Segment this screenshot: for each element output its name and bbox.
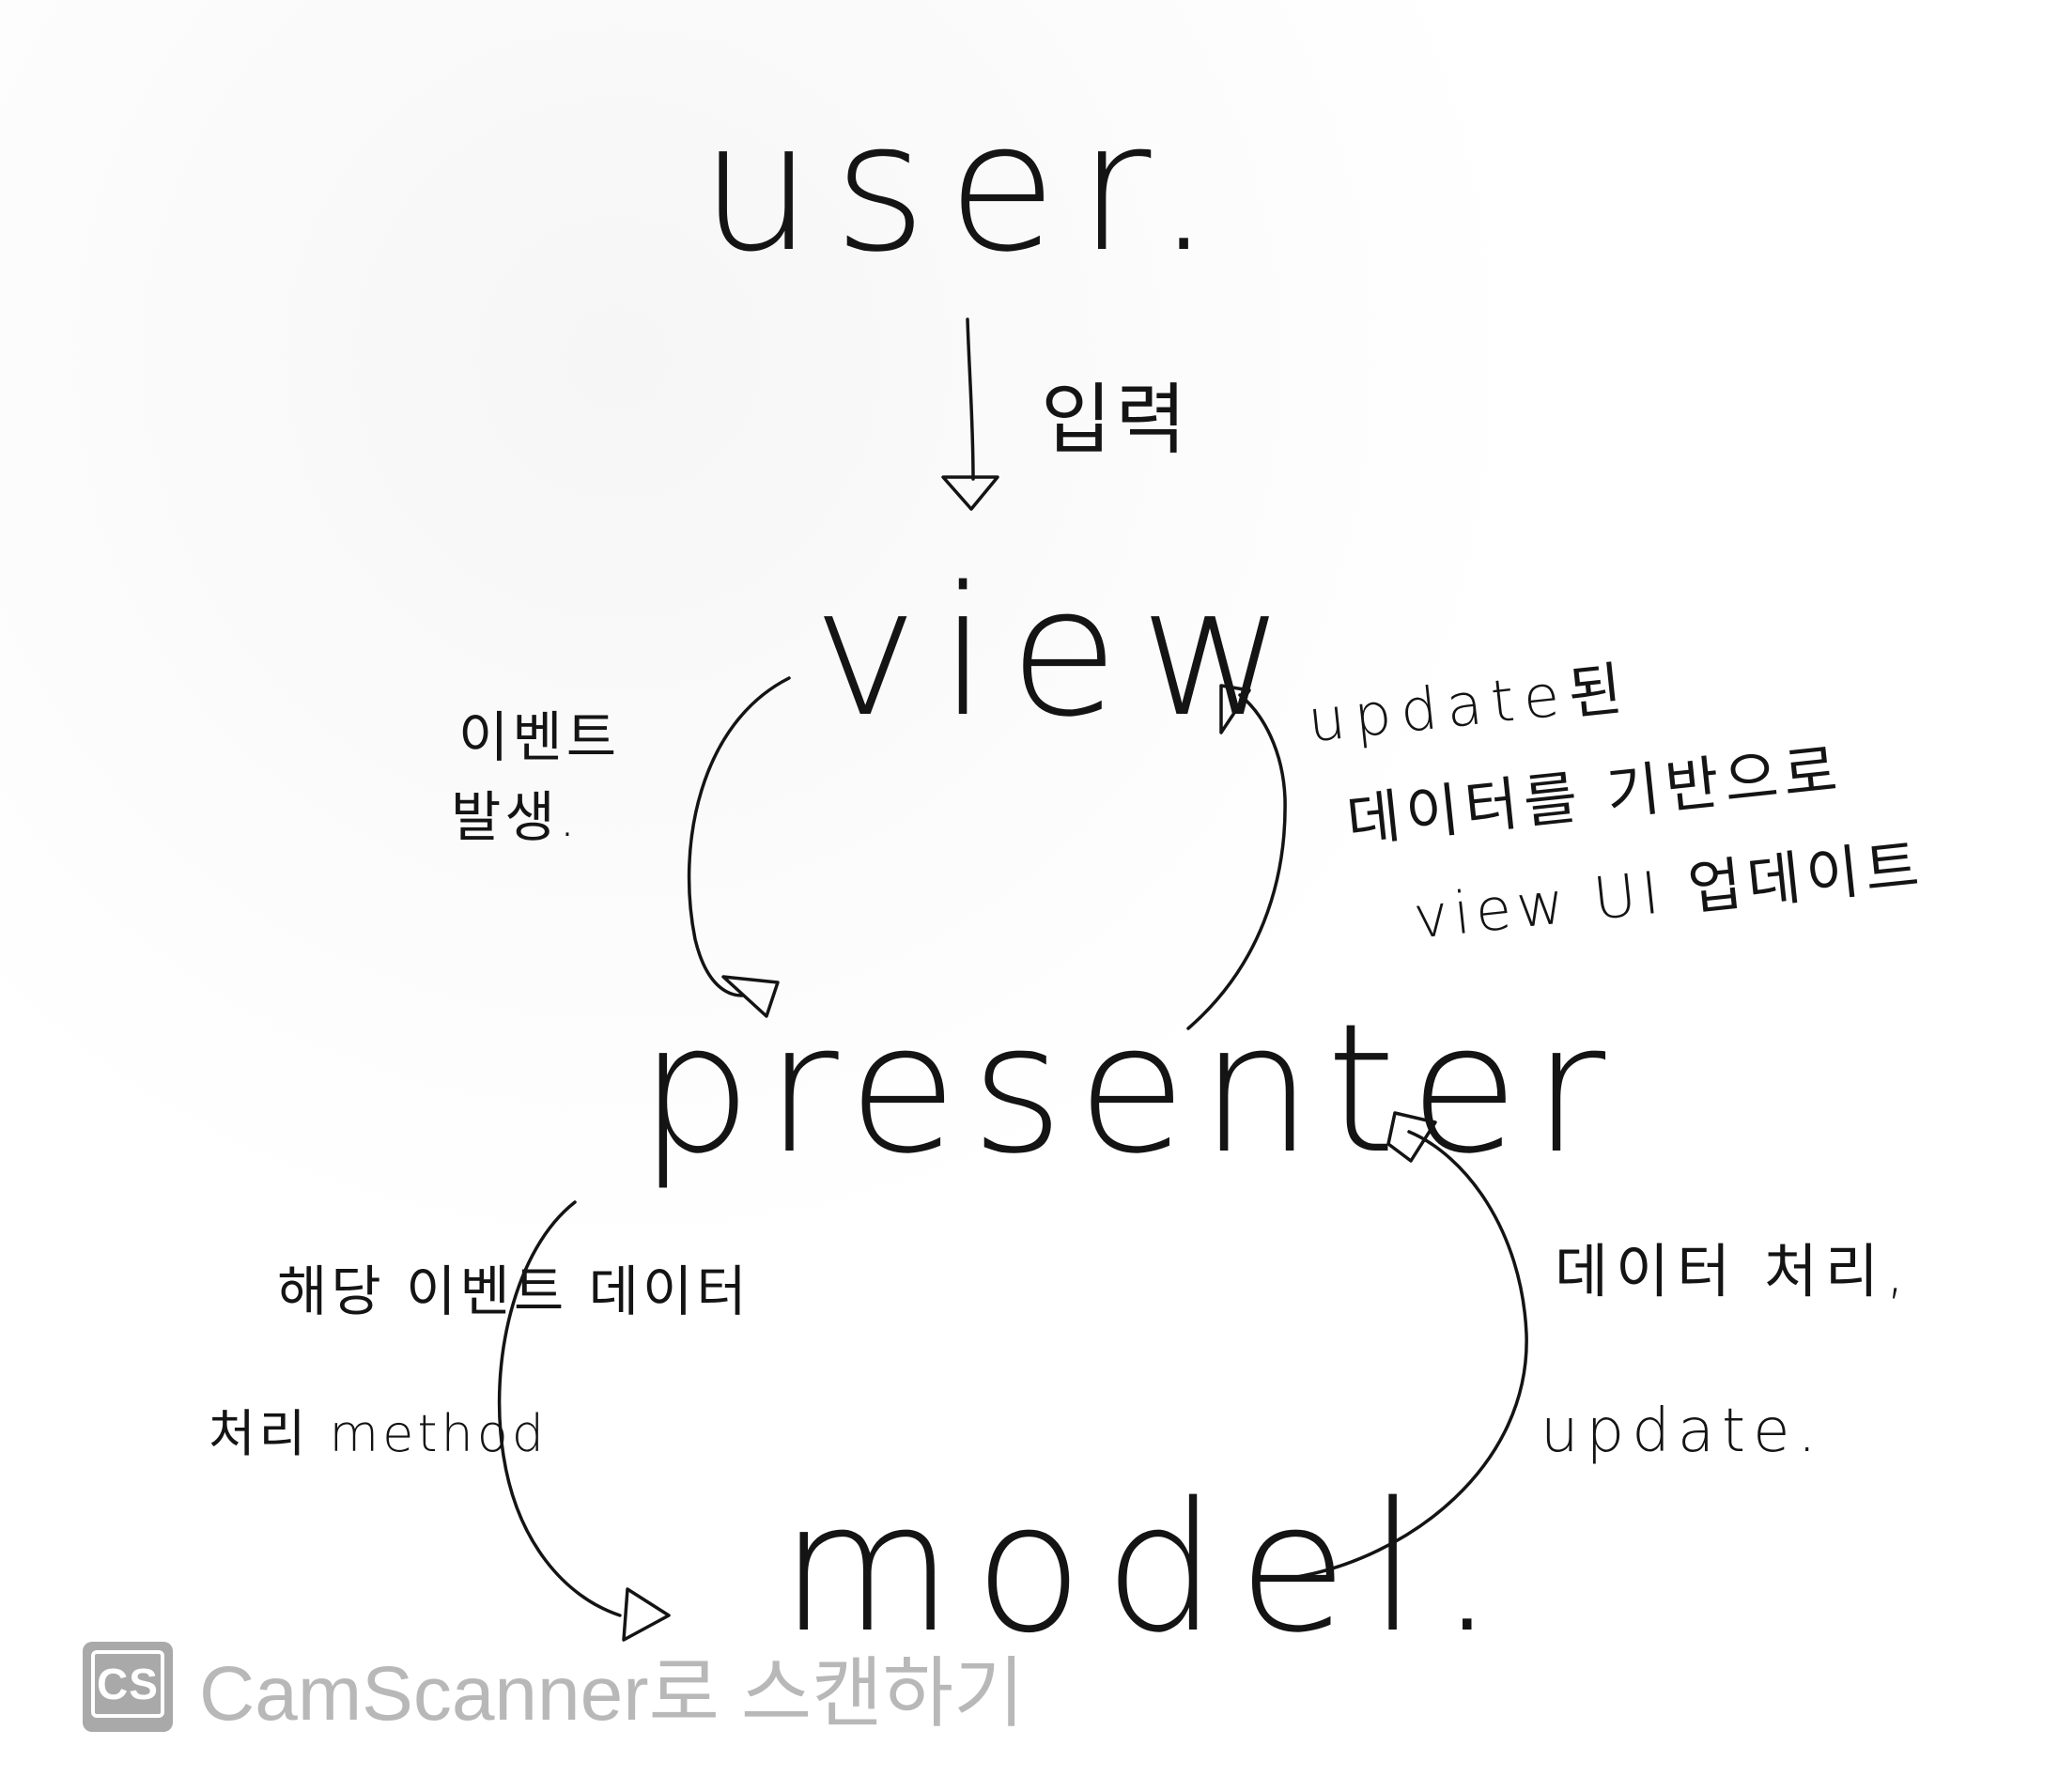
label-view-to-presenter: 이벤트 발생.: [451, 705, 620, 849]
arrow-presenter-to-model: [497, 1200, 671, 1642]
arrow-view-to-presenter: [687, 676, 791, 1018]
watermark-text: CamScanner로 스캔하기: [199, 1651, 1025, 1737]
label-presenter-to-model-line-1: 해당 이벤트 데이터: [277, 1259, 751, 1323]
label-presenter-to-view: update된 데이터를 기반으로 view UI 업데이트: [1305, 654, 1927, 952]
label-presenter-to-model-line-2: 처리 method: [209, 1404, 548, 1463]
label-presenter-to-view-line-2: 데이터를 기반으로: [1343, 735, 1846, 856]
label-model-to-presenter-line-2: update.: [1540, 1397, 1824, 1466]
node-presenter: presenter: [639, 985, 1618, 1193]
label-presenter-to-view-line-1: update된: [1305, 654, 1634, 756]
node-model: model.: [780, 1464, 1516, 1672]
label-view-to-presenter-line-2: 발생.: [451, 785, 580, 849]
arrow-model-to-presenter: [1290, 1111, 1528, 1580]
label-presenter-to-model: 해당 이벤트 데이터 처리 method: [209, 1259, 751, 1463]
camscanner-watermark: CS CamScanner로 스캔하기: [83, 1630, 1025, 1742]
camscanner-logo: CS: [83, 1641, 173, 1732]
label-model-to-presenter: 데이터 처리, update.: [1540, 1237, 1912, 1466]
label-model-to-presenter-line-1: 데이터 처리,: [1555, 1237, 1912, 1305]
label-user-to-view: 입력: [1041, 376, 1190, 465]
camscanner-logo-mark: CS: [91, 1649, 164, 1718]
label-presenter-to-view-line-3: view UI 업데이트: [1410, 830, 1927, 952]
node-view: view: [813, 548, 1307, 756]
arrow-presenter-to-view: [1186, 684, 1287, 1030]
node-user: user.: [700, 84, 1232, 291]
arrow-user-to-view: [941, 317, 999, 511]
label-view-to-presenter-line-1: 이벤트: [458, 705, 620, 769]
